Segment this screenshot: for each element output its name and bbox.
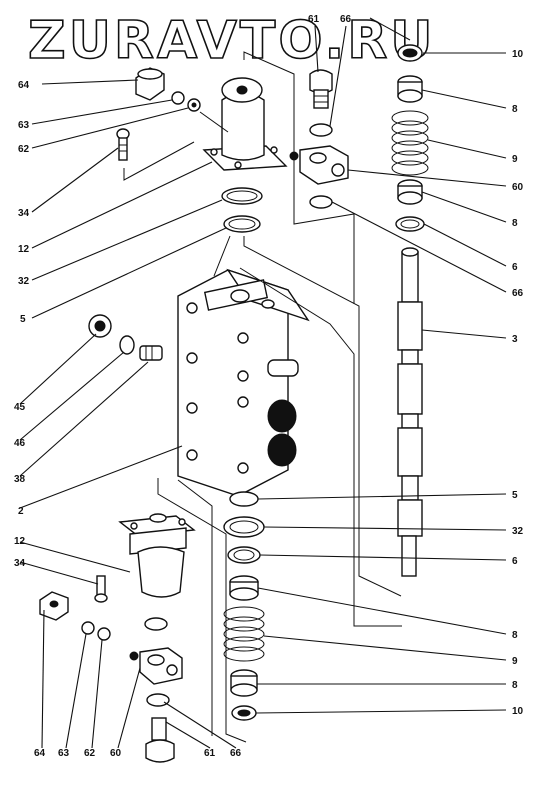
label-38: 38 xyxy=(14,474,26,485)
seal-5-lower xyxy=(229,491,259,507)
label-5-top: 5 xyxy=(20,314,26,325)
ring-66-bottom-top xyxy=(144,617,168,631)
washer-6-lower xyxy=(227,546,261,564)
label-34-bottom: 34 xyxy=(14,558,26,569)
seal-5-top xyxy=(223,215,261,233)
label-32-top: 32 xyxy=(18,276,30,287)
ring-10-top xyxy=(397,44,423,62)
label-60-bottom: 60 xyxy=(110,748,122,759)
block-60-top xyxy=(289,145,349,185)
label-45: 45 xyxy=(14,402,26,413)
plug-45 xyxy=(88,314,112,338)
bolt-34-top xyxy=(116,128,130,161)
seal-32-top xyxy=(221,187,263,205)
label-62-bottom: 62 xyxy=(84,748,96,759)
spring-9-lower xyxy=(223,606,265,662)
label-32-right: 32 xyxy=(512,526,524,537)
ring-66-bottom xyxy=(146,693,170,707)
ring-63-top xyxy=(171,91,185,105)
cap-12-top xyxy=(202,77,288,171)
leader-lines xyxy=(19,25,507,749)
label-64-top: 64 xyxy=(18,80,30,91)
label-34-top: 34 xyxy=(18,208,30,219)
label-6-top: 6 xyxy=(512,262,518,273)
label-12-top: 12 xyxy=(18,244,30,255)
ring-46 xyxy=(119,335,135,355)
label-9-top: 9 xyxy=(512,154,518,165)
seat-8-bottom xyxy=(230,669,258,697)
label-2: 2 xyxy=(18,506,24,517)
label-8-third: 8 xyxy=(512,630,518,641)
label-63-bottom: 63 xyxy=(58,748,70,759)
watermark-text: ZURAVTO.RU xyxy=(28,11,435,71)
label-10-top: 10 xyxy=(512,49,524,60)
label-61-bottom: 61 xyxy=(204,748,216,759)
ring-63-bottom xyxy=(81,621,95,635)
label-66-right: 66 xyxy=(512,288,524,299)
spring-9-top xyxy=(391,110,429,176)
ring-10-bottom xyxy=(231,705,257,721)
plug-61-top xyxy=(309,69,333,109)
label-66-bottom: 66 xyxy=(230,748,242,759)
block-60-bottom xyxy=(129,647,183,685)
label-8-bottom: 8 xyxy=(512,680,518,691)
assembly-lines xyxy=(123,17,411,743)
check-38 xyxy=(139,345,163,361)
label-46: 46 xyxy=(14,438,26,449)
bolt-34-bottom xyxy=(94,575,108,603)
spool-3 xyxy=(397,247,423,577)
seal-32-lower xyxy=(223,516,265,538)
plug-64-bottom xyxy=(39,591,69,621)
ring-66-top xyxy=(309,123,333,137)
label-66-top: 66 xyxy=(340,14,352,25)
ring-62-bottom xyxy=(97,627,111,641)
label-64-bottom: 64 xyxy=(34,748,46,759)
plug-61-bottom xyxy=(145,717,175,763)
label-5-right: 5 xyxy=(512,490,518,501)
ring-66-lower-top xyxy=(309,195,333,209)
label-63-top: 63 xyxy=(18,120,30,131)
label-62-top: 62 xyxy=(18,144,30,155)
seat-8-second xyxy=(397,179,423,205)
label-8-second: 8 xyxy=(512,218,518,229)
label-3: 3 xyxy=(512,334,518,345)
seat-8-lower xyxy=(229,575,259,601)
label-12-bottom: 12 xyxy=(14,536,26,547)
plug-64-top xyxy=(135,67,165,101)
label-61-top: 61 xyxy=(308,14,320,25)
seat-8-top xyxy=(397,75,423,103)
label-9-lower: 9 xyxy=(512,656,518,667)
cap-12-bottom xyxy=(118,513,196,598)
part-labels: 64 63 62 34 12 32 5 45 46 38 2 12 34 64 … xyxy=(14,14,524,759)
label-6-right: 6 xyxy=(512,556,518,567)
valve-body-2 xyxy=(177,268,310,497)
label-60-right: 60 xyxy=(512,182,524,193)
ring-62-top xyxy=(187,98,201,112)
label-10-bottom: 10 xyxy=(512,706,524,717)
washer-6-top xyxy=(395,216,425,232)
label-8-top: 8 xyxy=(512,104,518,115)
